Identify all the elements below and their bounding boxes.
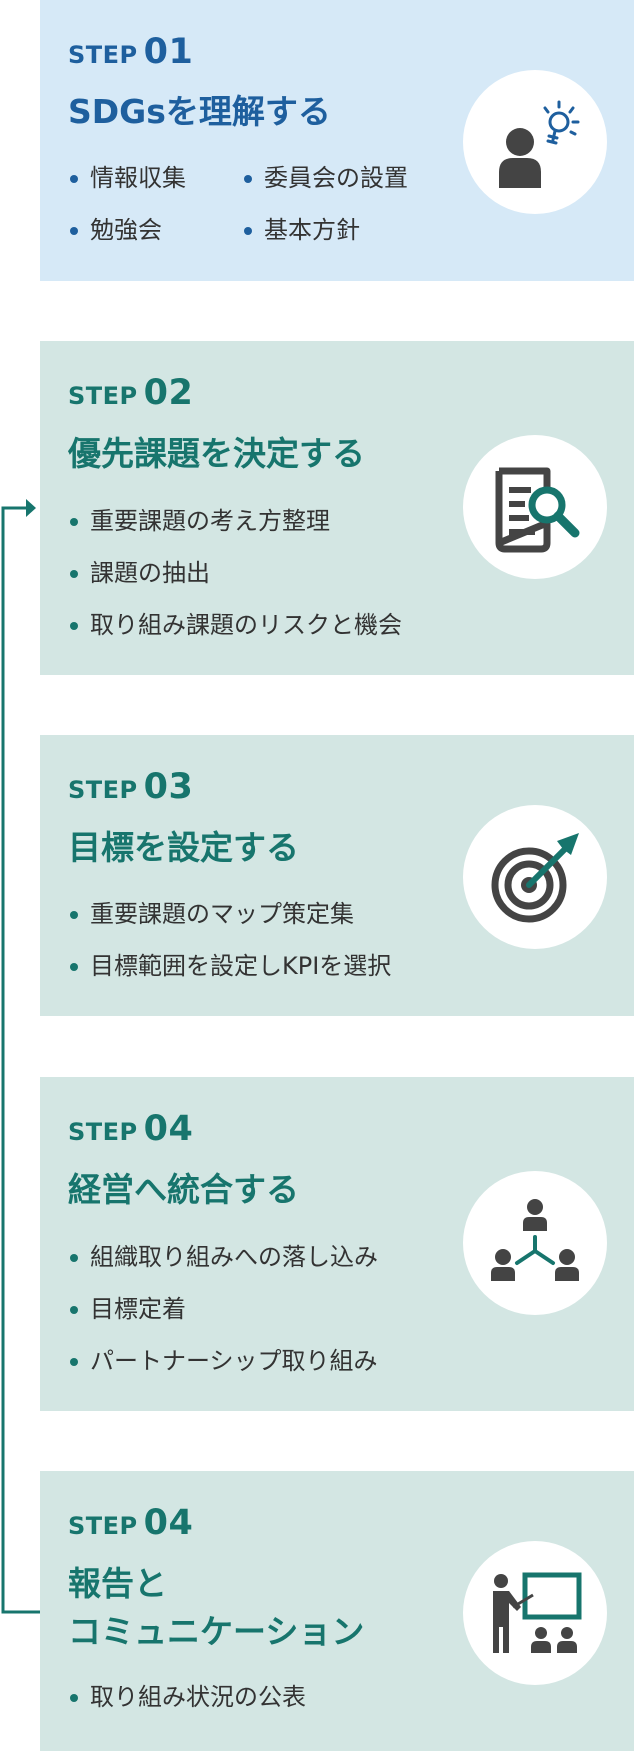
step-title: 報告と <box>68 1564 167 1603</box>
step-label: STEP <box>68 1512 138 1540</box>
document-search-icon <box>495 467 580 553</box>
step-icon-circle <box>463 435 607 579</box>
list-item: 取り組み状況の公表 <box>68 1671 306 1723</box>
step-number: 03 <box>143 767 194 807</box>
loop-back-arrow <box>1 499 40 1614</box>
step-number: 04 <box>143 1109 194 1149</box>
step-items: 取り組み状況の公表 <box>68 1671 306 1723</box>
target-arrow-icon <box>491 833 579 923</box>
step-title: 経営へ統合する <box>68 1170 299 1209</box>
step-title-line2: コミュニケーション <box>68 1612 365 1651</box>
step-label: STEP <box>68 382 138 410</box>
list-item: 重要課題の考え方整理 <box>68 495 402 547</box>
list-item: 目標定着 <box>68 1283 378 1335</box>
list-item: 基本方針 <box>242 204 442 256</box>
step-number: 01 <box>143 32 194 72</box>
step-title: 優先課題を決定する <box>68 434 365 473</box>
step-number: 02 <box>143 373 194 413</box>
list-item: パートナーシップ取り組み <box>68 1335 378 1387</box>
list-item: 組織取り組みへの落し込み <box>68 1231 378 1283</box>
list-item: 目標範囲を設定しKPIを選択 <box>68 940 391 992</box>
step-icon-circle <box>463 70 607 214</box>
step-title: 目標を設定する <box>68 828 299 867</box>
step-items: 情報収集 委員会の設置 勉強会 基本方針 <box>68 152 442 256</box>
down-arrow-icon <box>325 1016 327 1068</box>
list-item: 委員会の設置 <box>242 152 442 204</box>
list-item: 勉強会 <box>68 204 242 256</box>
step-icon-circle <box>463 1541 607 1685</box>
down-arrow-icon <box>325 675 327 727</box>
step-label: STEP <box>68 776 138 804</box>
down-arrow-icon <box>325 1411 327 1463</box>
list-item: 重要課題のマップ策定集 <box>68 888 391 940</box>
step-items: 重要課題のマップ策定集 目標範囲を設定しKPIを選択 <box>68 888 391 992</box>
step-title: SDGsを理解する <box>68 92 331 131</box>
step-icon-circle <box>463 1171 607 1315</box>
step-label: STEP <box>68 41 138 69</box>
step-items: 組織取り組みへの落し込み 目標定着 パートナーシップ取り組み <box>68 1231 378 1387</box>
presenter-board-icon <box>493 1572 582 1653</box>
step-label: STEP <box>68 1118 138 1146</box>
person-lightbulb-icon <box>499 100 580 188</box>
step-items: 重要課題の考え方整理 課題の抽出 取り組み課題のリスクと機会 <box>68 495 402 651</box>
network-people-icon <box>491 1199 579 1281</box>
down-arrow-icon <box>325 281 327 333</box>
list-item: 課題の抽出 <box>68 547 402 599</box>
step-number: 04 <box>143 1503 194 1543</box>
list-item: 取り組み課題のリスクと機会 <box>68 599 402 651</box>
step-icon-circle <box>463 805 607 949</box>
list-item: 情報収集 <box>68 152 242 204</box>
